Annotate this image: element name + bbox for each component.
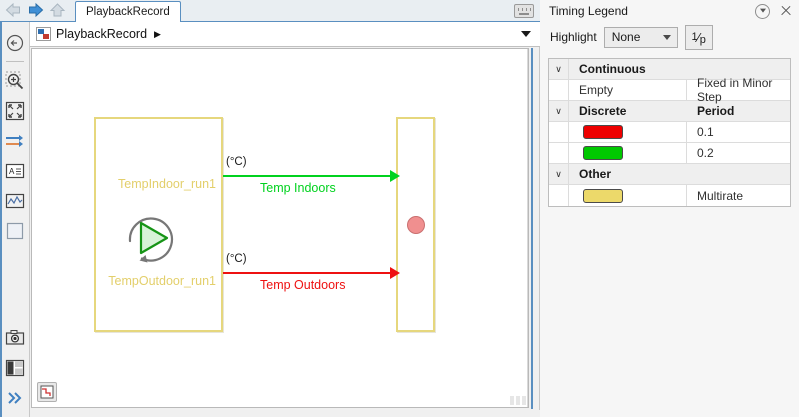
zoom-in-icon[interactable] — [4, 70, 26, 92]
svg-text:A: A — [9, 167, 15, 176]
forward-arrow-icon[interactable] — [26, 2, 45, 18]
annotation-icon[interactable]: A — [4, 160, 26, 182]
highlight-selected-value: None — [611, 30, 641, 44]
row-value: Multirate — [697, 188, 744, 203]
highlight-select[interactable]: None — [603, 26, 678, 48]
editor-left-accent-bar — [0, 22, 2, 417]
row-value: 0.1 — [697, 125, 714, 139]
back-arrow-icon[interactable] — [4, 2, 23, 18]
breadcrumb: PlaybackRecord ▶ — [0, 22, 540, 47]
row-category: Discrete — [579, 104, 627, 118]
panel-title: Timing Legend — [549, 4, 628, 18]
twisty-icon[interactable]: ∨ — [549, 101, 569, 121]
chevron-down-icon — [662, 34, 671, 40]
row-value: Fixed in Minor Step — [697, 76, 773, 104]
twisty-icon[interactable]: ∨ — [549, 59, 569, 79]
canvas-surface[interactable]: TempIndoor_run1 TempOutdoor_run1 — [32, 49, 528, 407]
sink-dot-icon — [406, 215, 425, 234]
scope-icon[interactable] — [4, 190, 26, 212]
row-category: Empty — [569, 80, 687, 100]
timing-legend-header: Timing Legend — [540, 0, 799, 22]
table-row[interactable]: ∨ Discrete Period — [549, 101, 790, 122]
tab-playbackrecord[interactable]: PlaybackRecord — [75, 1, 181, 22]
fit-to-view-icon[interactable] — [4, 100, 26, 122]
twisty-icon: . — [549, 185, 569, 206]
twisty-icon[interactable]: ∨ — [549, 164, 569, 184]
more-chevrons-icon[interactable] — [4, 387, 26, 409]
row-category — [569, 122, 687, 142]
timing-legend-panel: Timing Legend Highlight None 1⁄p ∨ Conti… — [540, 0, 799, 417]
canvas-right-accent-bar — [531, 48, 533, 409]
resize-grip-icon[interactable] — [510, 396, 526, 405]
row-value: Period — [697, 104, 735, 118]
row-category: Continuous — [579, 62, 646, 76]
port-label-tempindoor: TempIndoor_run1 — [118, 177, 216, 191]
table-row[interactable]: . 0.1 — [549, 122, 790, 143]
blank-block-icon[interactable] — [4, 220, 26, 242]
signal-line-outdoor[interactable] — [223, 272, 395, 274]
fraction-denominator: p — [699, 34, 706, 46]
highlight-label: Highlight — [550, 30, 597, 44]
inverse-period-button[interactable]: 1⁄p — [684, 24, 713, 50]
row-value — [687, 164, 790, 184]
twisty-icon: . — [549, 122, 569, 142]
table-row[interactable]: . 0.2 — [549, 143, 790, 164]
signal-arrow-indoor — [390, 170, 400, 182]
fraction-numerator: 1 — [691, 31, 698, 43]
signal-arrow-outdoor — [390, 267, 400, 279]
color-swatch — [583, 188, 623, 203]
playback-block[interactable]: TempIndoor_run1 TempOutdoor_run1 — [94, 117, 223, 332]
sink-block[interactable] — [396, 117, 435, 332]
fraction-slash: ⁄ — [697, 29, 700, 45]
panel-menu-icon[interactable] — [755, 3, 770, 19]
navigation-buttons — [0, 0, 71, 21]
twisty-icon: . — [549, 143, 569, 163]
breadcrumb-caret-icon: ▶ — [154, 28, 161, 39]
tab-strip-filler — [181, 0, 514, 21]
breadcrumb-label[interactable]: PlaybackRecord — [56, 27, 148, 41]
up-arrow-icon[interactable] — [48, 2, 67, 18]
canvas-toolbar: A — [0, 22, 30, 417]
signal-unit-indoor: (°C) — [226, 156, 247, 168]
table-row[interactable]: . Multirate — [549, 185, 790, 206]
port-label-tempoutdoor: TempOutdoor_run1 — [108, 274, 216, 288]
close-icon[interactable] — [779, 4, 793, 18]
twisty-icon: . — [549, 80, 569, 100]
table-row[interactable]: . Empty Fixed in Minor Step — [549, 76, 790, 104]
table-row[interactable]: ∨ Other — [549, 164, 790, 185]
signal-line-indoor[interactable] — [223, 175, 395, 177]
row-value: 0.2 — [697, 146, 714, 160]
model-icon — [36, 27, 51, 41]
color-swatch — [583, 146, 623, 160]
chevron-down-icon[interactable] — [521, 31, 531, 37]
row-category — [569, 143, 687, 163]
tab-strip: PlaybackRecord — [0, 0, 540, 22]
playback-play-loop-icon — [122, 211, 180, 265]
row-category: Other — [579, 167, 612, 181]
timing-legend-toolbar: Highlight None 1⁄p — [540, 22, 799, 52]
layout-panels-icon[interactable] — [4, 357, 26, 379]
canvas-vertical-scrollbar[interactable] — [527, 49, 528, 407]
camera-icon[interactable] — [4, 327, 26, 349]
signal-label-temp-indoors[interactable]: Temp Indoors — [260, 181, 336, 195]
tab-label: PlaybackRecord — [86, 6, 170, 18]
toolbar-divider — [5, 61, 24, 62]
navigate-back-icon[interactable] — [4, 32, 26, 54]
table-row[interactable]: ∨ Continuous — [549, 59, 790, 80]
keyboard-icon[interactable] — [514, 4, 534, 18]
signal-lines-icon[interactable] — [4, 130, 26, 152]
editor-bottom-rail — [31, 410, 540, 417]
row-category — [569, 185, 687, 206]
step-plot-icon[interactable] — [37, 382, 57, 402]
signal-label-temp-outdoors[interactable]: Temp Outdoors — [260, 278, 346, 292]
color-swatch — [583, 125, 623, 139]
model-editor-pane: PlaybackRecord PlaybackRecord ▶ — [0, 0, 540, 417]
timing-legend-table: ∨ Continuous . Empty Fixed in Minor Step… — [548, 58, 791, 207]
signal-unit-outdoor: (°C) — [226, 253, 247, 265]
model-canvas[interactable]: TempIndoor_run1 TempOutdoor_run1 — [31, 48, 529, 408]
